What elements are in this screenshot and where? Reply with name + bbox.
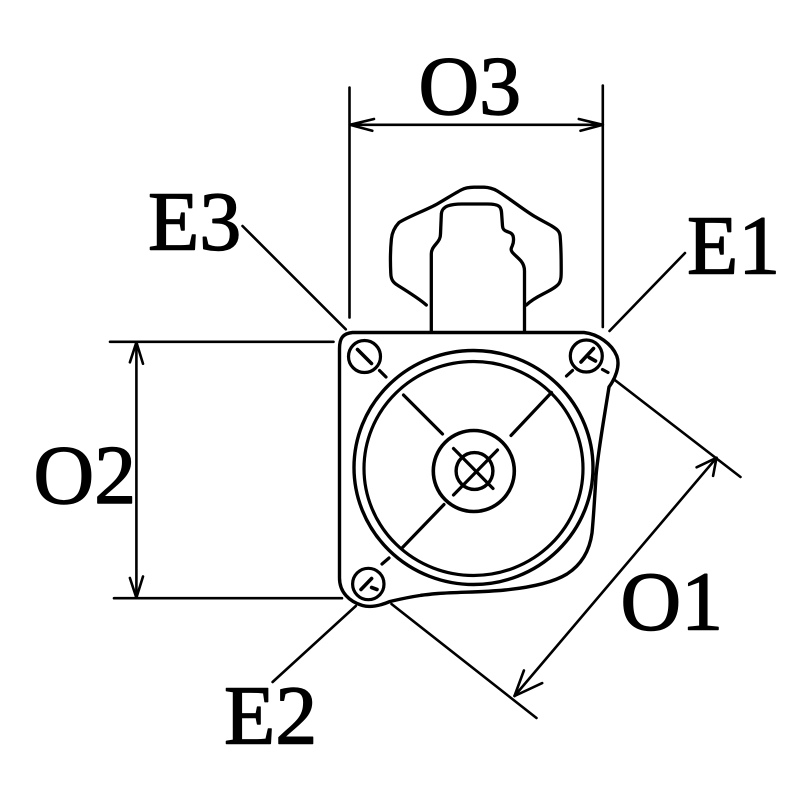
svg-text:O3: O3 — [419, 40, 522, 133]
svg-text:E1: E1 — [687, 200, 780, 293]
svg-text:O1: O1 — [621, 556, 724, 649]
svg-text:E2: E2 — [224, 670, 317, 763]
svg-text:E3: E3 — [148, 176, 241, 269]
svg-text:O2: O2 — [34, 429, 137, 522]
